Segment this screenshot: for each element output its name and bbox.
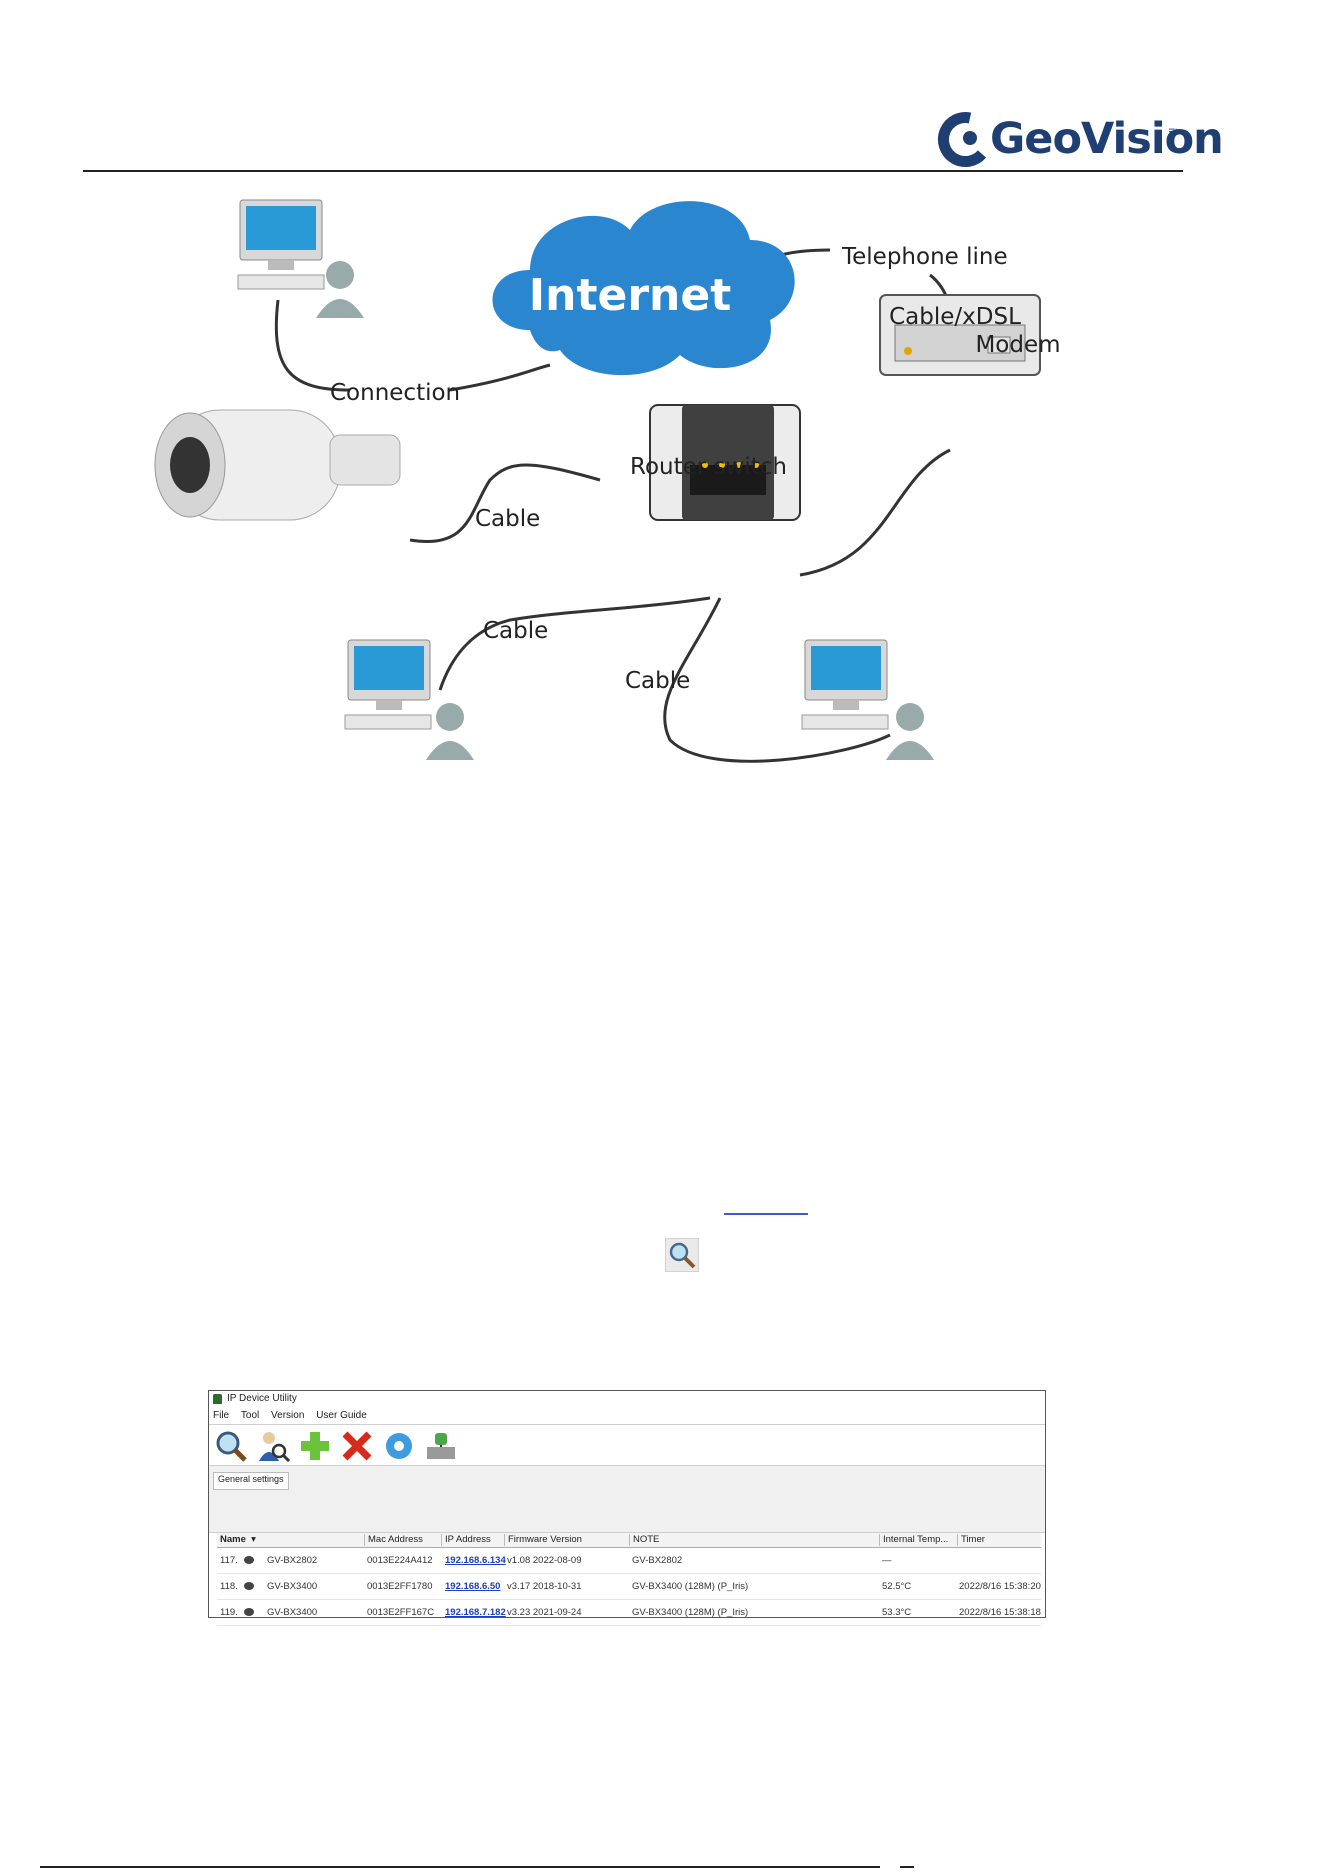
camera-icon (244, 1582, 254, 1590)
delete-icon[interactable] (339, 1429, 375, 1463)
geovision-logo-mark-icon (937, 112, 987, 168)
menu-user-guide[interactable]: User Guide (316, 1410, 367, 1421)
geovision-logo: GeoVision inc (930, 108, 1224, 172)
computer-bottom-right (801, 639, 934, 760)
table-header: Name ▾ Mac Address IP Address Firmware V… (217, 1532, 1041, 1548)
table-row[interactable]: 119. GV-BX3400 0013E2FF167C 192.168.7.18… (217, 1600, 1041, 1626)
cable-connection (449, 363, 551, 392)
settings-gear-icon[interactable] (381, 1429, 417, 1463)
tabs-bar: General settings (209, 1466, 1045, 1533)
toolbar (209, 1425, 1045, 1466)
ip-device-utility-window: IP Device Utility File Tool Version User… (208, 1390, 1046, 1626)
internet-label: Internet (529, 270, 731, 321)
table-row[interactable]: 118. GV-BX3400 0013E2FF1780 192.168.6.50… (217, 1574, 1041, 1600)
router-switch-label: Router switch (630, 454, 787, 480)
menu-version[interactable]: Version (271, 1410, 305, 1421)
footer-rule (40, 1866, 880, 1868)
modem-label-line2: Modem (975, 332, 1060, 358)
search-icon[interactable] (213, 1429, 249, 1463)
cable-pc-right (663, 597, 891, 763)
modem-label-line1: Cable/xDSL (889, 304, 1021, 330)
internet-cloud: Internet (492, 201, 795, 376)
tab-general-settings[interactable]: General settings (213, 1472, 289, 1490)
menu-tool[interactable]: Tool (240, 1410, 260, 1421)
column-mac-address[interactable]: Mac Address (364, 1534, 423, 1546)
cable-modem-router (799, 448, 951, 577)
column-firmware-version[interactable]: Firmware Version (504, 1534, 582, 1546)
router-switch-device (649, 404, 801, 521)
modem-device (879, 294, 1041, 376)
column-timer[interactable]: Timer (957, 1534, 985, 1546)
brand-suffix: inc (1166, 128, 1177, 141)
add-icon[interactable] (297, 1429, 333, 1463)
table-row[interactable]: 117. GV-BX2802 0013E224A412 192.168.6.13… (217, 1548, 1041, 1574)
ip-link[interactable]: 192.168.7.182 (445, 1607, 506, 1618)
menu-bar: File Tool Version User Guide (209, 1408, 1045, 1425)
user-search-icon[interactable] (255, 1429, 291, 1463)
network-diagram: Internet Telephone line Cable (154, 199, 1061, 763)
cable-pc-left-label: Cable (483, 618, 548, 644)
cable-pc-left (438, 596, 711, 691)
connection-label: Connection (330, 380, 460, 406)
computer-bottom-left (344, 639, 474, 760)
column-name[interactable]: Name ▾ (220, 1534, 256, 1545)
menu-file[interactable]: File (213, 1410, 230, 1421)
camera-icon (244, 1556, 254, 1564)
cable-top-left (274, 299, 351, 392)
app-icon (213, 1394, 222, 1404)
search-icon (665, 1238, 699, 1272)
column-note[interactable]: NOTE (629, 1534, 659, 1546)
column-internal-temp[interactable]: Internal Temp... (879, 1534, 948, 1546)
header-rule (83, 170, 1183, 172)
ip-camera (154, 409, 401, 521)
window-title: IP Device Utility (227, 1393, 297, 1404)
text-link-underline[interactable] (724, 1213, 808, 1215)
camera-icon (244, 1608, 254, 1616)
footer-mark (900, 1866, 914, 1868)
brand-name: GeoVision (990, 114, 1224, 164)
network-device-icon[interactable] (423, 1429, 459, 1463)
device-table: Name ▾ Mac Address IP Address Firmware V… (217, 1532, 1041, 1626)
ip-link[interactable]: 192.168.6.50 (445, 1581, 501, 1592)
cable-pc-right-label: Cable (625, 668, 690, 694)
telephone-line-label: Telephone line (841, 244, 1008, 270)
cable-camera (409, 463, 601, 543)
window-titlebar: IP Device Utility (209, 1391, 1045, 1407)
column-ip-address[interactable]: IP Address (441, 1534, 491, 1546)
computer-top-left (237, 199, 364, 318)
ip-link[interactable]: 192.168.6.134 (445, 1555, 506, 1566)
cable-camera-label: Cable (475, 506, 540, 532)
